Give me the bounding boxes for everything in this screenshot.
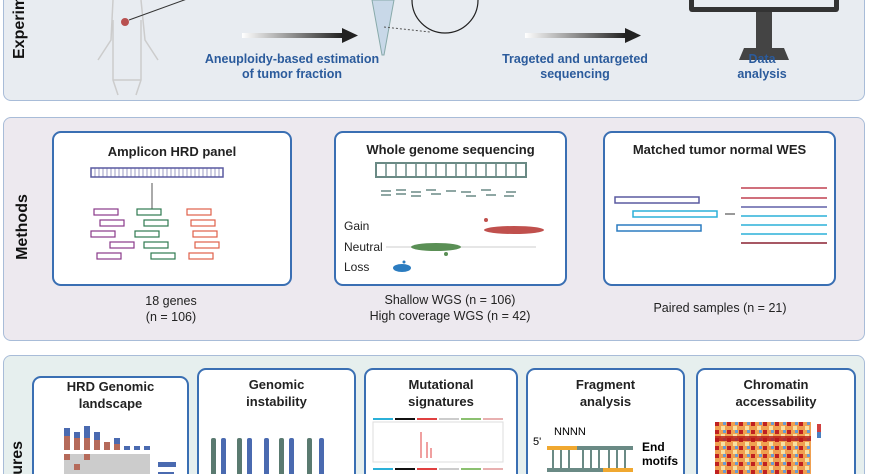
step-text: Trageted and untargeted: [502, 52, 648, 66]
panel-title: Mutational signatures: [366, 376, 516, 410]
title-text: landscape: [78, 396, 143, 411]
title-text: Fragment: [575, 377, 636, 392]
title-text: Genomic: [248, 377, 305, 392]
experiment-label: Experim: [11, 0, 28, 59]
oncoplot-thumbnail: [64, 426, 176, 474]
panel-title: Whole genome sequencing: [366, 142, 535, 157]
amplicon-illustration: [90, 167, 224, 260]
step-text: sequencing: [540, 67, 610, 81]
step-data-analysis: Data analysis: [737, 52, 786, 82]
caption-text: 18 genes: [145, 294, 197, 308]
step-text: Aneuploidy-based estimation: [204, 52, 380, 66]
fragment-analysis-panel: Fragment analysis NNNN 5' End motifs: [526, 368, 685, 474]
title-text: HRD Genomic: [66, 379, 155, 394]
gain-label: Gain: [344, 219, 370, 233]
wes-panel: Matched tumor normal WES: [603, 131, 836, 286]
title-text: signatures: [408, 394, 474, 409]
title-text: accessability: [735, 394, 817, 409]
panel-title: Chromatin accessability: [698, 376, 854, 410]
panel-title: HRD Genomic landscape: [34, 378, 187, 412]
arrow-icon: [525, 28, 641, 43]
title-text: Mutational: [408, 377, 474, 392]
heatmap-thumbnail: [715, 422, 821, 474]
tube-icon: [371, 0, 479, 56]
five-prime-label: 5': [533, 436, 542, 448]
amplicon-panel: Amplicon HRD panel: [52, 131, 292, 286]
chromosomes-thumbnail: [211, 438, 324, 474]
wgs-illustration: [375, 162, 544, 272]
step-text: of tumor fraction: [242, 67, 342, 81]
arrow-icon: [242, 28, 358, 43]
mutational-signatures-panel: Mutational signatures: [364, 368, 518, 474]
step-sequencing: Trageted and untargeted sequencing: [502, 52, 648, 82]
human-figure-icon: [97, 0, 186, 96]
wgs-panel: Whole genome sequencing Gain Neutral Los…: [334, 131, 567, 286]
wgs-caption: Shallow WGS (n = 106) High coverage WGS …: [370, 292, 531, 324]
wes-caption: Paired samples (n = 21): [653, 301, 787, 315]
chromatin-accessibility-panel: Chromatin accessability: [696, 368, 856, 474]
title-text: Chromatin: [743, 377, 809, 392]
amplicon-caption: 18 genes (n = 106): [145, 293, 196, 325]
experiment-section: [3, 0, 865, 101]
caption-text: Shallow WGS (n = 106): [384, 293, 516, 307]
title-text: analysis: [579, 394, 632, 409]
label-text: End: [642, 440, 665, 454]
title-text: instability: [246, 394, 307, 409]
panel-title: Amplicon HRD panel: [107, 144, 237, 159]
end-motifs-label: End motifs: [642, 440, 678, 468]
monitor-icon: [689, 0, 839, 60]
neutral-label: Neutral: [344, 240, 383, 254]
methods-label: Methods: [14, 194, 31, 260]
caption-text: High coverage WGS (n = 42): [369, 309, 531, 323]
fragment-illustration: [547, 446, 633, 472]
panel-title: Genomic instability: [199, 376, 354, 410]
step-tumor-fraction: Aneuploidy-based estimation of tumor fra…: [205, 52, 379, 82]
wes-illustration: [614, 187, 827, 244]
motif-label: NNNN: [554, 426, 586, 438]
hrd-landscape-panel: HRD Genomic landscape: [32, 376, 189, 474]
panel-title: Matched tumor normal WES: [632, 142, 807, 157]
features-label: ures: [9, 441, 26, 474]
panel-title: Fragment analysis: [528, 376, 683, 410]
loss-label: Loss: [344, 260, 370, 274]
label-text: motifs: [642, 454, 678, 468]
step-text: analysis: [737, 67, 787, 81]
step-text: Data: [748, 52, 776, 66]
caption-text: (n = 106): [145, 310, 197, 324]
signature-plot-thumbnail: [372, 418, 504, 470]
genomic-instability-panel: Genomic instability: [197, 368, 356, 474]
